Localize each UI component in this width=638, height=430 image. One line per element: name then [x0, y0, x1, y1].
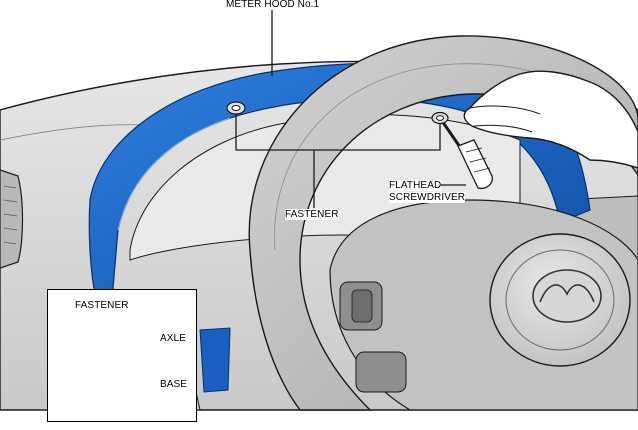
fastener-left-icon [226, 101, 246, 115]
fastener-right-icon [431, 111, 449, 125]
fastener-bracket [235, 114, 441, 151]
inset-title: FASTENER [75, 300, 129, 311]
fastener-label: FASTENER [285, 209, 339, 220]
emblem-icon [532, 269, 602, 323]
meter-hood-highlight [88, 62, 591, 393]
wheel-switches [339, 281, 407, 393]
screwdriver-label-line1: FLATHEAD [389, 180, 442, 191]
meter-hood-label: METER HOOD No.1 [226, 0, 320, 10]
leader-lines [235, 6, 466, 208]
fastener-detail-inset [47, 289, 197, 422]
axle-label: AXLE [160, 333, 186, 344]
hand-illustration [463, 70, 638, 169]
screwdriver-label-line2: SCREWDRIVER [389, 192, 466, 203]
base-label: BASE [160, 379, 188, 390]
